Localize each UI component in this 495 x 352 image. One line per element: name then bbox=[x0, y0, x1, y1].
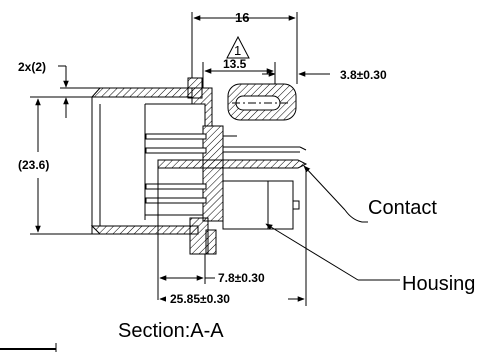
rear-pin bbox=[222, 180, 294, 230]
pin-detail-core bbox=[235, 95, 281, 111]
housing-label: Housing bbox=[402, 273, 475, 295]
housing-callout: Housing bbox=[265, 223, 475, 295]
note-number: 1 bbox=[234, 43, 241, 58]
rear-pin-tip bbox=[292, 200, 300, 210]
contacts bbox=[145, 133, 308, 230]
housing-rear-wall bbox=[191, 87, 213, 127]
contact-label: Contact bbox=[368, 197, 437, 219]
housing-top-wall bbox=[90, 87, 193, 98]
dim-2x2-label: 2x(2) bbox=[18, 60, 46, 74]
dim-13-5-label: 13.5 bbox=[223, 57, 247, 71]
contact-pin-4 bbox=[145, 197, 207, 204]
mounting-flange bbox=[202, 125, 224, 222]
contact-pin-main bbox=[157, 159, 308, 169]
section-title: Section:A-A bbox=[118, 320, 224, 342]
dim-23-6: (23.6) bbox=[18, 96, 100, 235]
housing-leader-arrow bbox=[265, 223, 359, 281]
dim-7-8-label: 7.8±0.30 bbox=[218, 271, 265, 285]
dim-3-8: 3.8±0.30 bbox=[262, 68, 387, 82]
dim-16: 16 bbox=[191, 10, 298, 84]
dim-7-8: 7.8±0.30 bbox=[157, 168, 265, 300]
contact-pin-2 bbox=[145, 147, 207, 154]
dim-2x2: 2x(2) bbox=[18, 60, 100, 118]
dim-16-label: 16 bbox=[235, 10, 249, 25]
flange-lower-lip bbox=[205, 229, 217, 255]
contact-pin-1 bbox=[145, 133, 207, 140]
note-triangle: 1 bbox=[226, 35, 250, 59]
contact-leader-arrow bbox=[303, 165, 346, 211]
pin-detail bbox=[227, 83, 297, 121]
contact-tail-main-tip bbox=[299, 146, 307, 151]
dim-25-85-label: 25.85±0.30 bbox=[170, 292, 230, 306]
contact-callout: Contact bbox=[303, 165, 437, 223]
housing-section bbox=[90, 77, 224, 255]
note-triangle-shape bbox=[226, 35, 250, 59]
contact-leader-line bbox=[344, 209, 368, 223]
housing-bottom-wall bbox=[90, 225, 199, 235]
dim-25-85-label-bg bbox=[166, 291, 288, 306]
dim-23-6-label: (23.6) bbox=[18, 158, 49, 172]
flange-lower-block bbox=[189, 217, 209, 255]
dim-3-8-label: 3.8±0.30 bbox=[340, 68, 387, 82]
dim-25-85: 25.85±0.30 bbox=[159, 170, 307, 306]
contact-pin-3 bbox=[145, 183, 207, 190]
dim-13-5: 13.5 bbox=[202, 57, 276, 88]
